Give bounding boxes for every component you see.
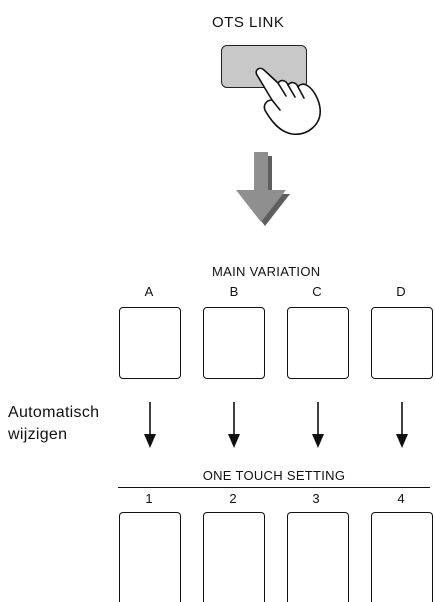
- arrow-down-icon: [228, 402, 240, 448]
- variation-c-button[interactable]: [287, 307, 349, 379]
- variation-a-button[interactable]: [119, 307, 181, 379]
- ots-4-label: 4: [397, 491, 405, 506]
- ots-1-label: 1: [145, 491, 153, 506]
- auto-change-label: Automatisch wijzigen: [8, 402, 99, 446]
- down-arrow-icon: [236, 152, 290, 226]
- one-touch-setting-divider: [118, 487, 430, 488]
- one-touch-setting-title: ONE TOUCH SETTING: [202, 468, 346, 483]
- variation-d-label: D: [396, 284, 406, 299]
- ots-3-button[interactable]: [287, 512, 349, 602]
- variation-d-button[interactable]: [371, 307, 433, 379]
- arrow-down-icon: [312, 402, 324, 448]
- variation-b-button[interactable]: [203, 307, 265, 379]
- ots-3-label: 3: [312, 491, 320, 506]
- ots-2-label: 2: [229, 491, 237, 506]
- ots-link-label: OTS LINK: [212, 14, 285, 31]
- variation-b-label: B: [229, 284, 239, 299]
- ots-4-button[interactable]: [371, 512, 433, 602]
- arrow-down-icon: [144, 402, 156, 448]
- auto-change-line2: wijzigen: [8, 426, 68, 443]
- auto-change-line1: Automatisch: [8, 404, 100, 421]
- pointing-hand-icon: [255, 67, 321, 135]
- variation-a-label: A: [144, 284, 154, 299]
- ots-1-button[interactable]: [119, 512, 181, 602]
- variation-c-label: C: [312, 284, 322, 299]
- main-variation-title: MAIN VARIATION: [212, 264, 321, 279]
- arrow-down-icon: [396, 402, 408, 448]
- ots-2-button[interactable]: [203, 512, 265, 602]
